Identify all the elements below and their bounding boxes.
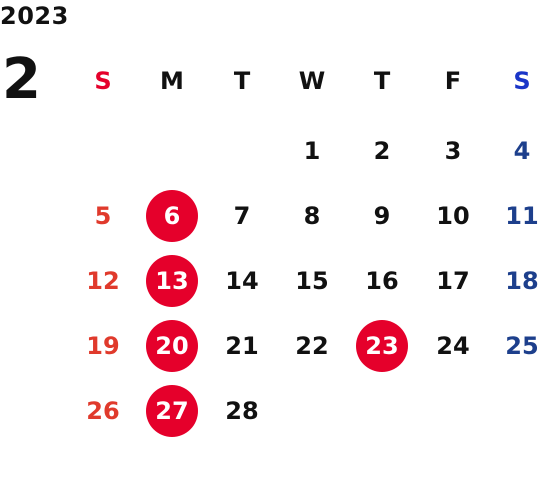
day-25[interactable]: 25 bbox=[505, 332, 539, 360]
day-22[interactable]: 22 bbox=[295, 332, 329, 360]
month-label: 2 bbox=[2, 47, 41, 112]
day-28[interactable]: 28 bbox=[225, 397, 259, 425]
day-17[interactable]: 17 bbox=[436, 267, 470, 295]
day-13[interactable]: 13 bbox=[146, 255, 198, 307]
weekday-0: S bbox=[94, 67, 112, 95]
day-26[interactable]: 26 bbox=[86, 397, 120, 425]
year-label: 2023 bbox=[0, 2, 69, 30]
day-1[interactable]: 1 bbox=[303, 137, 321, 165]
day-19[interactable]: 19 bbox=[86, 332, 120, 360]
day-23[interactable]: 23 bbox=[356, 320, 408, 372]
day-4[interactable]: 4 bbox=[513, 137, 531, 165]
day-27[interactable]: 27 bbox=[146, 385, 198, 437]
day-20[interactable]: 20 bbox=[146, 320, 198, 372]
weekday-6: S bbox=[513, 67, 531, 95]
day-24[interactable]: 24 bbox=[436, 332, 470, 360]
day-14[interactable]: 14 bbox=[225, 267, 259, 295]
day-11[interactable]: 11 bbox=[505, 202, 539, 230]
day-12[interactable]: 12 bbox=[86, 267, 120, 295]
day-6[interactable]: 6 bbox=[146, 190, 198, 242]
day-16[interactable]: 16 bbox=[365, 267, 399, 295]
day-7[interactable]: 7 bbox=[233, 202, 251, 230]
weekday-1: M bbox=[160, 67, 184, 95]
day-2[interactable]: 2 bbox=[373, 137, 391, 165]
day-15[interactable]: 15 bbox=[295, 267, 329, 295]
day-10[interactable]: 10 bbox=[436, 202, 470, 230]
day-9[interactable]: 9 bbox=[373, 202, 391, 230]
weekday-5: F bbox=[444, 67, 462, 95]
day-8[interactable]: 8 bbox=[303, 202, 321, 230]
day-5[interactable]: 5 bbox=[94, 202, 112, 230]
day-18[interactable]: 18 bbox=[505, 267, 539, 295]
day-3[interactable]: 3 bbox=[444, 137, 462, 165]
weekday-2: T bbox=[233, 67, 251, 95]
weekday-4: T bbox=[373, 67, 391, 95]
day-21[interactable]: 21 bbox=[225, 332, 259, 360]
weekday-3: W bbox=[298, 67, 326, 95]
